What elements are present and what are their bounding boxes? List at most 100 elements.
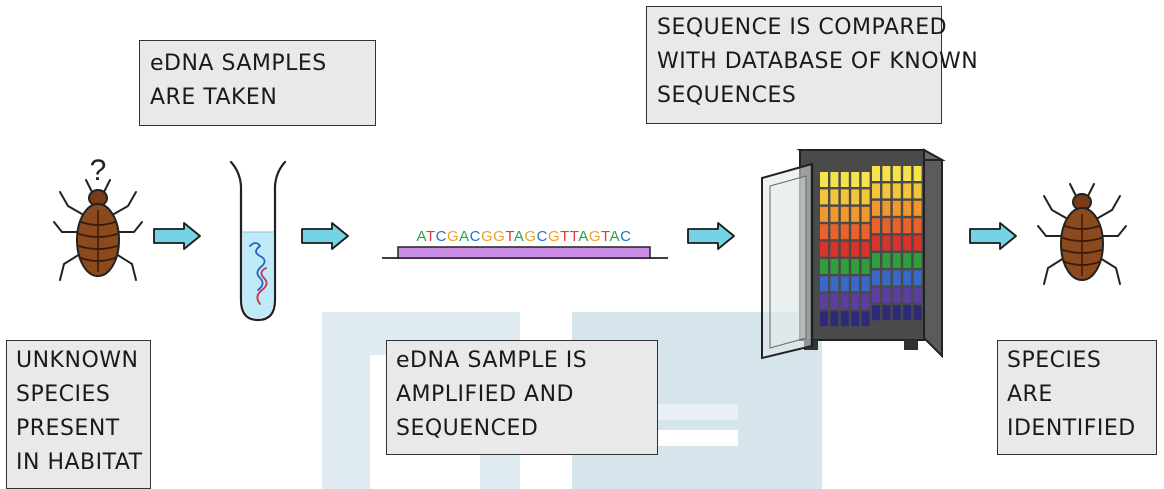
data-cell (851, 293, 860, 309)
data-cell (882, 166, 891, 181)
label-amplified: eDNA SAMPLE IS AMPLIFIED AND SEQUENCED (386, 340, 658, 455)
data-cell (872, 166, 880, 181)
question-mark: ? (90, 154, 107, 187)
data-cell (851, 241, 860, 257)
data-cell (882, 218, 891, 234)
data-cell (851, 224, 860, 240)
label-line: SEQUENCES (657, 83, 797, 108)
data-cell (840, 276, 849, 292)
data-cell (851, 276, 860, 292)
data-cell (840, 172, 849, 187)
data-cell (861, 311, 870, 327)
database-server-icon (761, 148, 946, 360)
data-cell (840, 224, 849, 240)
data-cell (872, 235, 880, 251)
arrow-3-icon (687, 222, 735, 250)
dna-base: A (459, 228, 470, 245)
data-cell (882, 183, 891, 199)
data-cell (913, 218, 922, 234)
data-cell (851, 189, 860, 205)
data-cell (913, 287, 922, 303)
dna-base: G (447, 228, 459, 245)
data-cell (861, 189, 870, 205)
dna-base: G (548, 228, 560, 245)
data-cell (840, 293, 849, 309)
label-line: eDNA SAMPLE IS (396, 348, 588, 373)
dna-base: T (505, 228, 514, 245)
data-cell (840, 189, 849, 205)
label-line: UNKNOWN (16, 348, 139, 373)
dna-base: A (514, 228, 525, 245)
data-cell (882, 305, 891, 321)
data-cell (820, 241, 828, 257)
data-cell (913, 305, 922, 321)
data-cell (851, 172, 860, 187)
data-cell (840, 241, 849, 257)
label-line: IN HABITAT (16, 450, 143, 475)
data-cell (913, 235, 922, 251)
dna-base: A (610, 228, 621, 245)
data-cell (861, 259, 870, 274)
dna-sequence-text: ATCGACGGTAGCGTTAGTAC (417, 228, 632, 245)
label-samples-taken: eDNA SAMPLES ARE TAKEN (139, 40, 376, 126)
data-cell (861, 293, 870, 309)
data-cell (903, 287, 912, 303)
data-cell (830, 241, 839, 257)
label-line: ARE TAKEN (150, 85, 278, 110)
data-cell (861, 224, 870, 240)
data-cell (903, 270, 912, 286)
data-cell (820, 259, 828, 274)
data-cell (820, 293, 828, 309)
data-cell (892, 235, 901, 251)
data-cell (913, 166, 922, 181)
data-cell (903, 253, 912, 268)
dna-base: G (524, 228, 536, 245)
data-cell (840, 259, 849, 274)
data-cell (861, 172, 870, 187)
data-cell (913, 183, 922, 199)
label-identified: SPECIES ARE IDENTIFIED (997, 340, 1157, 455)
data-cell (872, 287, 880, 303)
label-line: ARE (1007, 382, 1053, 407)
data-cell (851, 259, 860, 274)
dna-base: T (426, 228, 436, 245)
data-cell (892, 183, 901, 199)
test-tube-icon (229, 160, 287, 322)
data-cell (913, 270, 922, 286)
data-cell (820, 172, 828, 187)
data-cell (830, 206, 839, 222)
data-cell (872, 183, 880, 199)
dna-base: T (601, 228, 610, 245)
dna-base: C (537, 228, 548, 245)
arrow-2-icon (301, 222, 349, 250)
label-unknown-species: UNKNOWN SPECIES PRESENT IN HABITAT (6, 340, 151, 489)
dna-base: T (560, 228, 570, 245)
data-cell (882, 270, 891, 286)
data-cell (830, 172, 839, 187)
label-line: eDNA SAMPLES (150, 51, 327, 76)
label-line: WITH DATABASE OF KNOWN (657, 49, 979, 74)
data-cell (830, 224, 839, 240)
dna-base: C (470, 228, 481, 245)
dna-base: G (589, 228, 601, 245)
data-cell (861, 276, 870, 292)
data-cell (872, 305, 880, 321)
data-cell (903, 305, 912, 321)
data-cell (892, 253, 901, 268)
data-cell (830, 276, 839, 292)
data-cell (830, 311, 839, 327)
data-cell (830, 293, 839, 309)
data-cell (892, 287, 901, 303)
dna-base: G (481, 228, 493, 245)
data-cell (913, 200, 922, 216)
dna-base: A (417, 228, 427, 245)
label-line: SPECIES (1007, 348, 1102, 373)
data-cell (872, 218, 880, 234)
data-cell (892, 218, 901, 234)
data-cell (830, 259, 839, 274)
data-cell (872, 270, 880, 286)
data-cell (882, 235, 891, 251)
data-cell (861, 241, 870, 257)
